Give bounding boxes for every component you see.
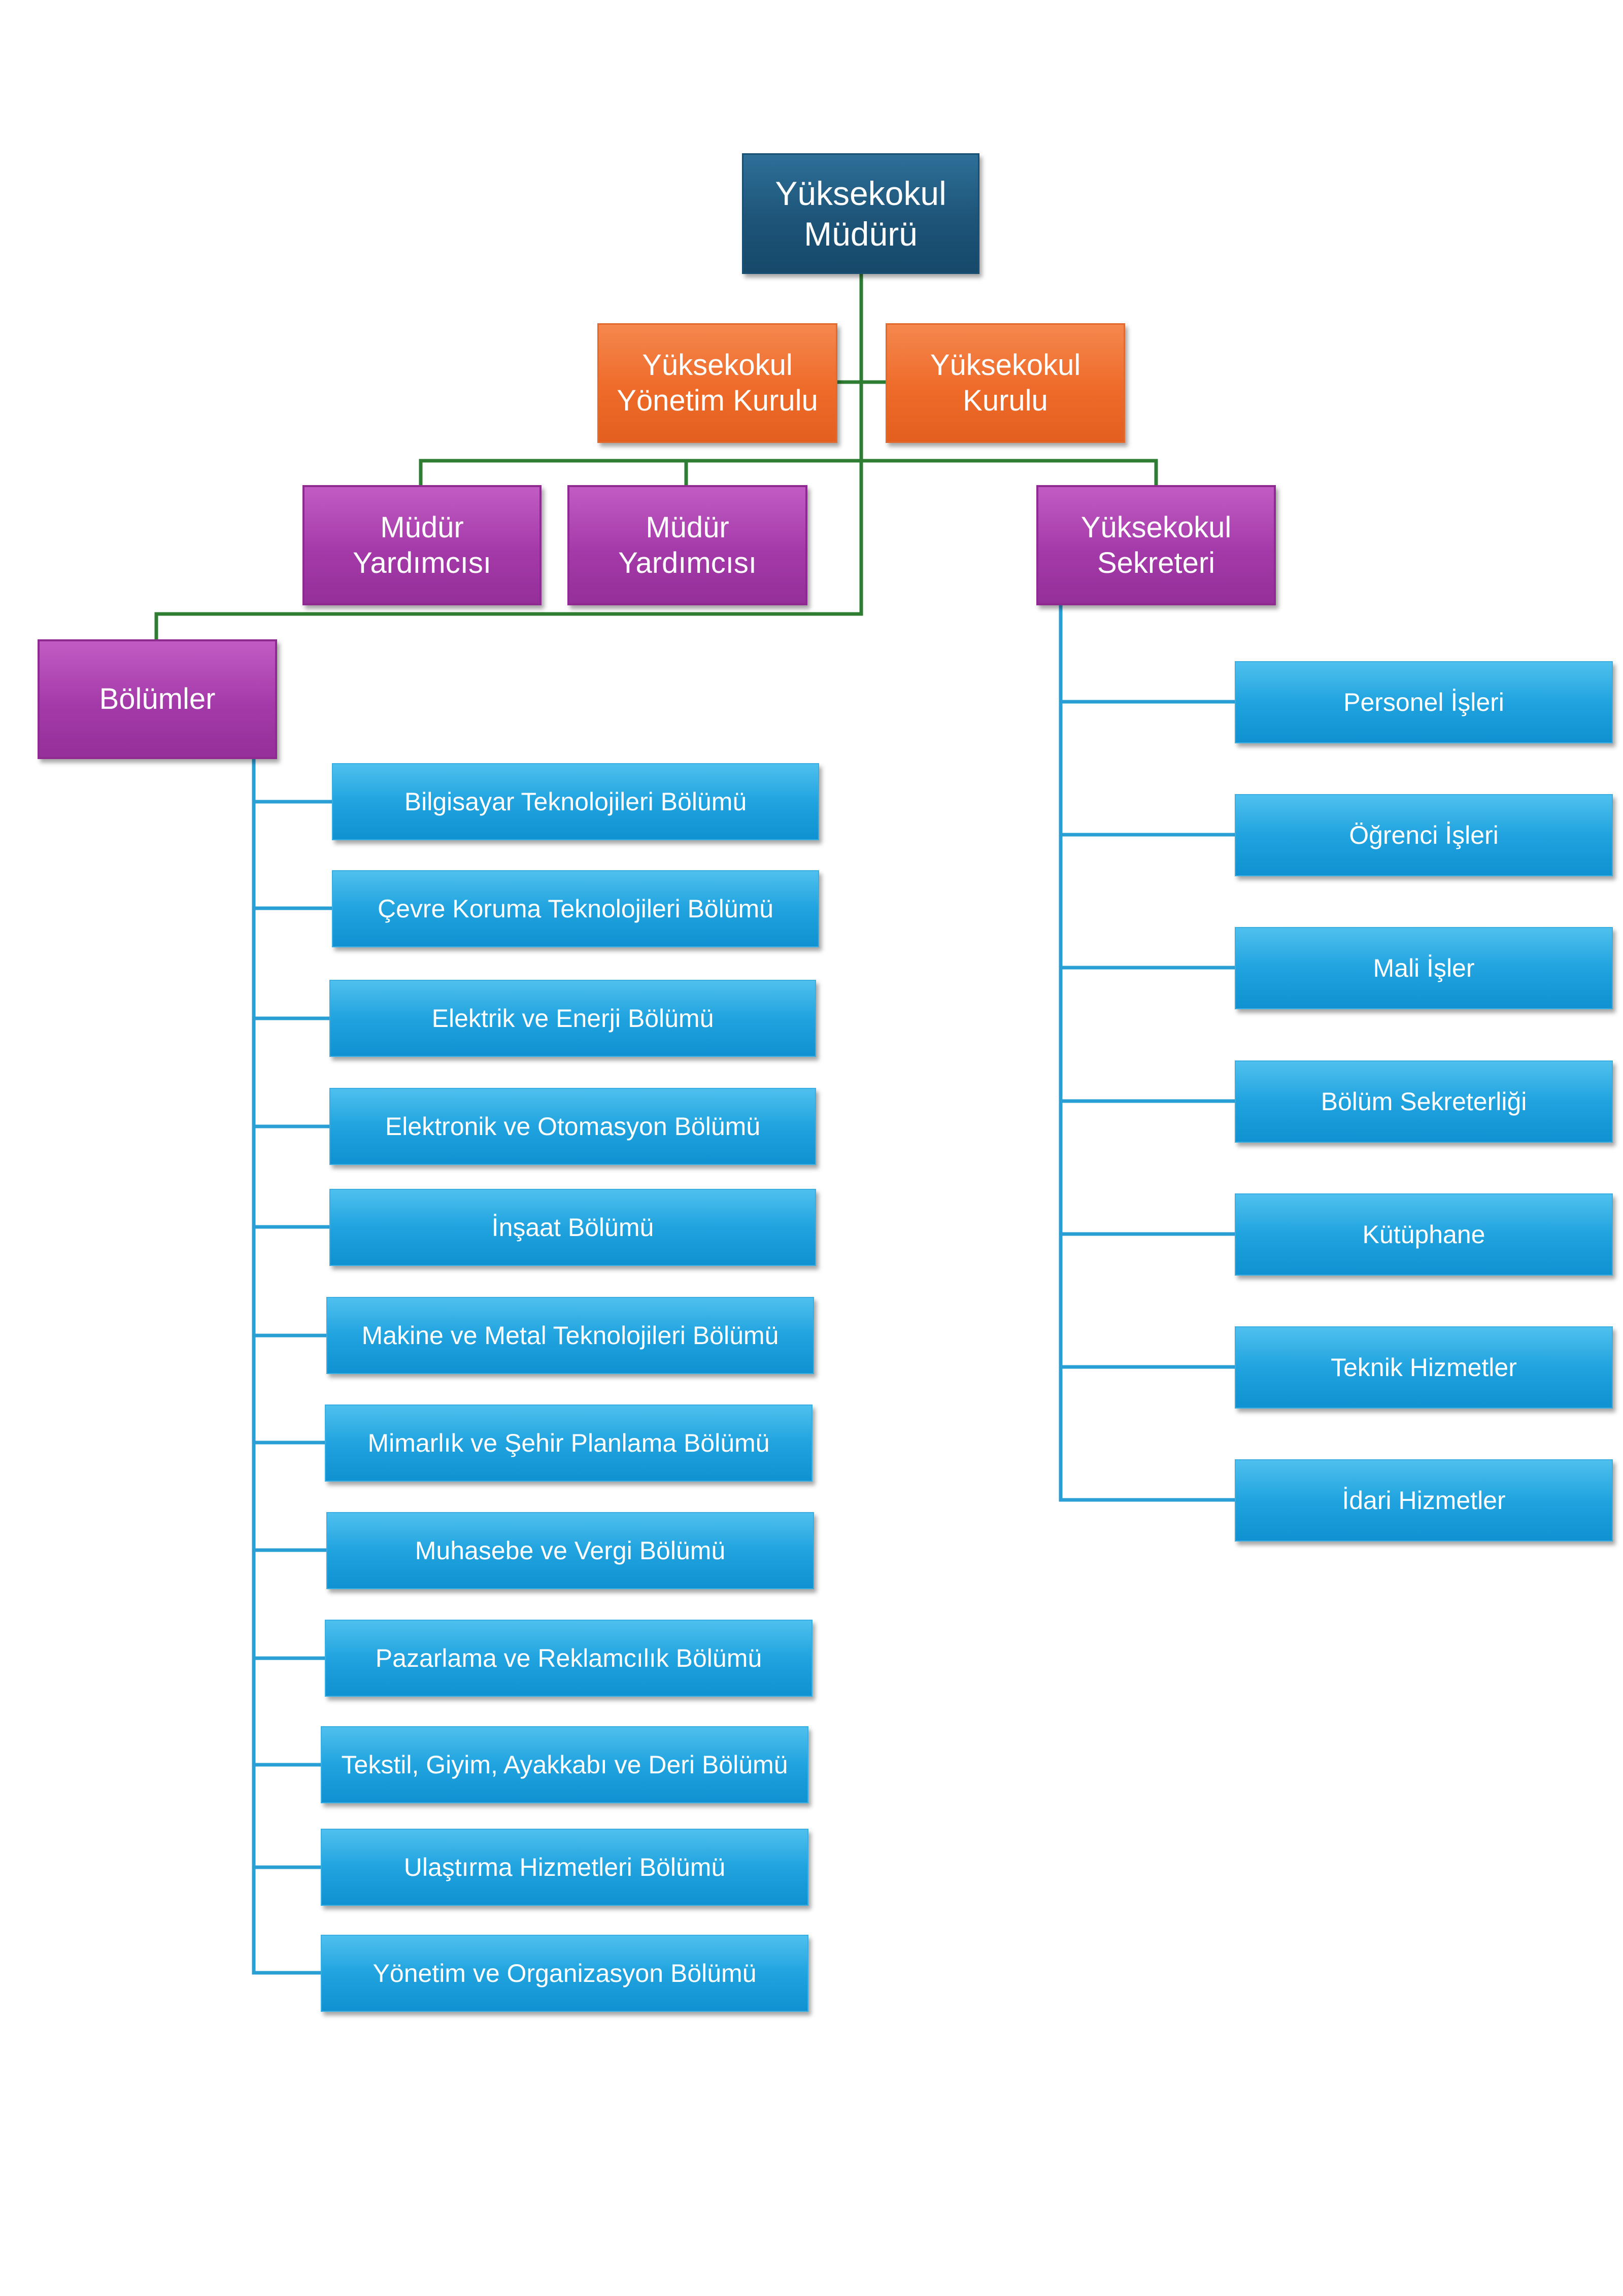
department-box: Elektronik ve Otomasyon Bölümü xyxy=(329,1088,816,1165)
department-box: Pazarlama ve Reklamcılık Bölümü xyxy=(325,1620,813,1697)
blue-connectors xyxy=(252,603,1237,1975)
secretary-unit-box: İdari Hizmetler xyxy=(1235,1459,1613,1541)
department-box: Bilgisayar Teknolojileri Bölümü xyxy=(332,763,819,840)
secretary-box: Yüksekokul Sekreteri xyxy=(1036,485,1276,605)
department-box: Elektrik ve Enerji Bölümü xyxy=(329,980,816,1057)
deputy-director-box-1: Müdür Yardımcısı xyxy=(302,485,542,605)
department-box: Tekstil, Giyim, Ayakkabı ve Deri Bölümü xyxy=(321,1726,808,1803)
secretary-unit-box: Mali İşler xyxy=(1235,927,1613,1009)
department-box: Muhasebe ve Vergi Bölümü xyxy=(326,1512,814,1589)
departments-header-box: Bölümler xyxy=(38,639,277,759)
department-box: Makine ve Metal Teknolojileri Bölümü xyxy=(326,1297,814,1374)
school-board-box: Yüksekokul Kurulu xyxy=(886,323,1125,443)
department-box: Çevre Koruma Teknolojileri Bölümü xyxy=(332,870,819,947)
director-box: Yüksekokul Müdürü xyxy=(742,153,979,274)
secretary-unit-box: Öğrenci İşleri xyxy=(1235,794,1613,876)
secretary-unit-box: Kütüphane xyxy=(1235,1193,1613,1276)
department-box: İnşaat Bölümü xyxy=(329,1189,816,1266)
secretary-unit-box: Bölüm Sekreterliği xyxy=(1235,1060,1613,1143)
secretary-unit-box: Teknik Hizmetler xyxy=(1235,1326,1613,1409)
secretary-unit-box: Personel İşleri xyxy=(1235,661,1613,743)
deputy-director-box-2: Müdür Yardımcısı xyxy=(567,485,807,605)
department-box: Ulaştırma Hizmetleri Bölümü xyxy=(321,1829,808,1906)
green-connectors xyxy=(154,272,1158,641)
management-board-box: Yüksekokul Yönetim Kurulu xyxy=(597,323,837,443)
department-box: Mimarlık ve Şehir Planlama Bölümü xyxy=(325,1404,813,1482)
department-box: Yönetim ve Organizasyon Bölümü xyxy=(321,1935,808,2012)
